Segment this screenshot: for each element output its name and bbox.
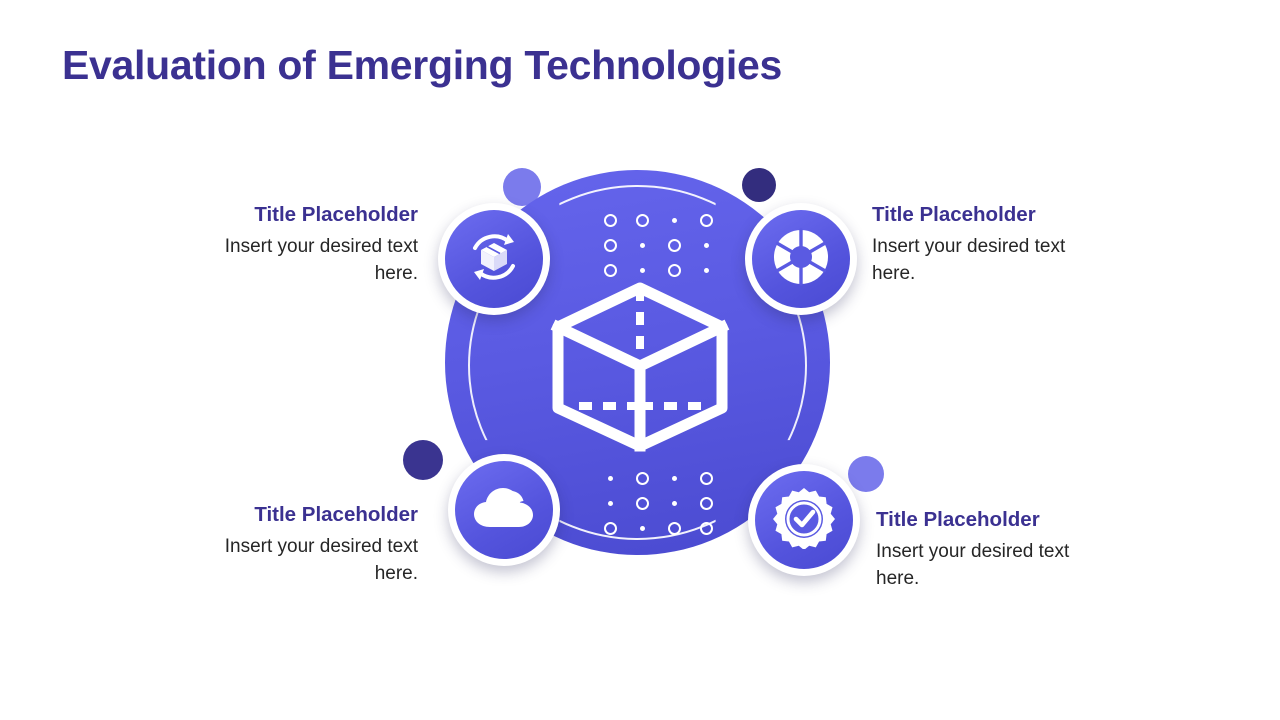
- node-bottom-right[interactable]: [748, 464, 860, 576]
- node-top-right-inner: [752, 210, 850, 308]
- text-block-top-left: Title Placeholder Insert your desired te…: [186, 203, 418, 288]
- item-body-bottom-right: Insert your desired text here.: [876, 540, 1070, 590]
- box-recycle-rotate-icon: [463, 226, 525, 293]
- accent-dot-bottom-right: [848, 456, 884, 492]
- dot-grid-top: [598, 212, 718, 278]
- cube-wireframe-icon: [550, 280, 730, 452]
- node-top-right[interactable]: [745, 203, 857, 315]
- item-title-top-right: Title Placeholder: [872, 203, 1036, 226]
- camera-aperture-icon: [771, 227, 831, 292]
- item-body-top-left: Insert your desired text here.: [224, 235, 418, 285]
- cloud-icon: [472, 483, 536, 538]
- page-title: Evaluation of Emerging Technologies: [62, 42, 782, 88]
- node-top-left-inner: [445, 210, 543, 308]
- decorative-arc-left: [468, 290, 516, 441]
- circular-infographic-diagram: [390, 150, 890, 640]
- item-title-bottom-right: Title Placeholder: [876, 508, 1040, 531]
- decorative-arc-right: [759, 290, 807, 441]
- node-top-left[interactable]: [438, 203, 550, 315]
- node-bottom-right-inner: [755, 471, 853, 569]
- node-bottom-left-inner: [455, 461, 553, 559]
- item-title-top-left: Title Placeholder: [254, 203, 418, 226]
- text-block-top-right: Title Placeholder Insert your desired te…: [872, 203, 1104, 288]
- dot-grid-bottom: [598, 470, 718, 536]
- badge-check-icon: [773, 487, 835, 554]
- item-body-top-right: Insert your desired text here.: [872, 235, 1066, 285]
- text-block-bottom-left: Title Placeholder Insert your desired te…: [186, 503, 418, 588]
- accent-dot-bottom-left: [403, 440, 443, 480]
- item-body-bottom-left: Insert your desired text here.: [224, 535, 418, 585]
- text-block-bottom-right: Title Placeholder Insert your desired te…: [876, 508, 1108, 593]
- item-title-bottom-left: Title Placeholder: [254, 503, 418, 526]
- accent-dot-top-right: [742, 168, 776, 202]
- node-bottom-left[interactable]: [448, 454, 560, 566]
